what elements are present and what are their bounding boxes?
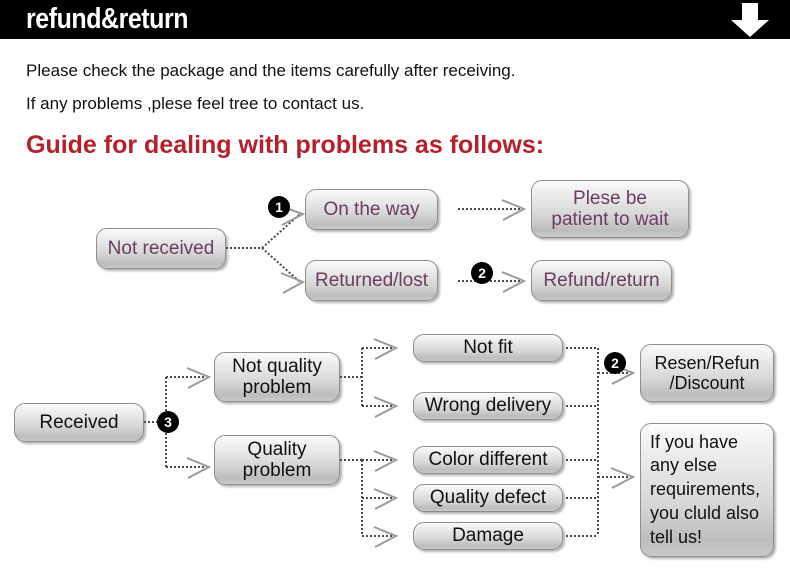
node-resend-refund-discount[interactable]: Resen/Refun /Discount xyxy=(640,344,774,402)
badge-three: 3 xyxy=(157,411,179,433)
intro-line-2: If any problems ,plese feel tree to cont… xyxy=(26,94,365,113)
node-not-fit[interactable]: Not fit xyxy=(413,334,563,362)
down-arrow-icon xyxy=(731,3,769,37)
node-quality-problem[interactable]: Quality problem xyxy=(214,435,340,485)
intro-line-1: Please check the package and the items c… xyxy=(26,61,516,80)
node-plese-be-patient-to-wait[interactable]: Plese be patient to wait xyxy=(531,180,689,238)
node-damage[interactable]: Damage xyxy=(413,522,563,550)
node-returned-lost[interactable]: Returned/lost xyxy=(305,260,438,301)
badge-two-bottom: 2 xyxy=(604,352,626,374)
node-received[interactable]: Received xyxy=(14,403,144,442)
node-on-the-way[interactable]: On the way xyxy=(305,189,438,230)
page-title: refund&return xyxy=(26,3,189,35)
node-refund-return[interactable]: Refund/return xyxy=(531,260,672,301)
node-quality-defect[interactable]: Quality defect xyxy=(413,484,563,512)
node-not-quality-problem[interactable]: Not quality problem xyxy=(214,352,340,402)
badge-two-top: 2 xyxy=(471,262,493,284)
badge-one: 1 xyxy=(268,196,290,218)
node-color-different[interactable]: Color different xyxy=(413,446,563,474)
guide-heading: Guide for dealing with problems as follo… xyxy=(26,131,545,159)
node-wrong-delivery[interactable]: Wrong delivery xyxy=(413,392,563,420)
node-not-received[interactable]: Not received xyxy=(96,228,226,269)
header-bar xyxy=(0,0,790,39)
node-if-you-have-requirements[interactable]: If you have any else requirements, you c… xyxy=(640,423,774,557)
